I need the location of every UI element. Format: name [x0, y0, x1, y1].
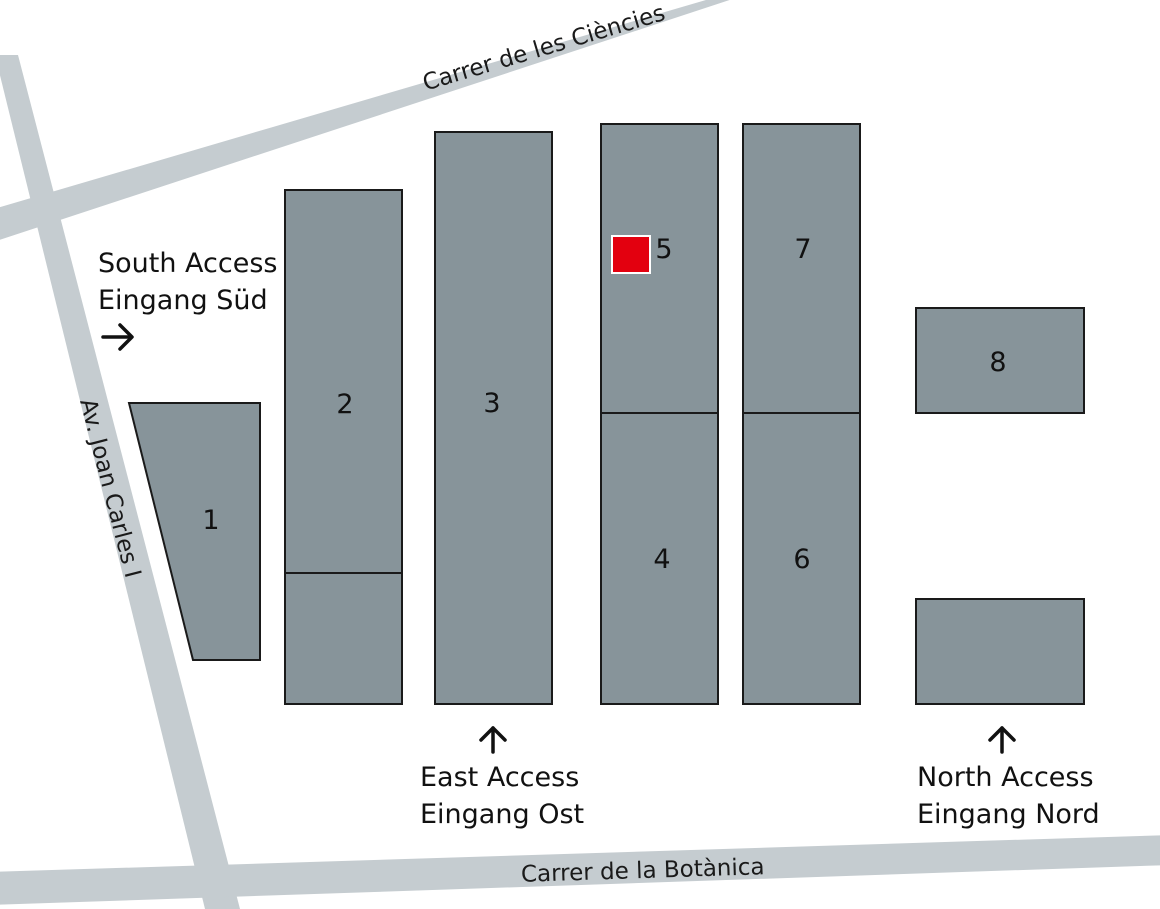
hall-6-label: 6 [793, 544, 810, 575]
street-label-north: Carrer de les Ciències [420, 0, 668, 96]
arrow-up-icon [988, 726, 1016, 754]
hall-7-label: 7 [794, 234, 811, 265]
hall-4-label: 4 [653, 544, 670, 575]
hall-8[interactable]: 8 [915, 307, 1085, 414]
location-marker [611, 235, 651, 274]
south-access-label-de: Eingang Süd [98, 285, 268, 316]
street-carrer-de-les-ciencies [0, 0, 730, 240]
north-access-label-de: Eingang Nord [917, 799, 1100, 830]
hall-3[interactable]: 3 [434, 131, 553, 705]
south-access-label: South Access [98, 248, 277, 279]
hall-6[interactable]: 6 [742, 412, 861, 705]
hall-2[interactable]: 2 [284, 189, 403, 705]
east-access-label: East Access [420, 762, 579, 793]
hall-1[interactable]: 1 [127, 402, 261, 661]
hall-7[interactable]: 7 [742, 123, 861, 414]
street-av-joan-carles [0, 55, 240, 909]
arrow-right-icon [101, 323, 134, 351]
hall-1-label: 1 [202, 505, 219, 536]
street-carrer-de-la-botanica [0, 835, 1160, 905]
hall-2-label: 2 [336, 389, 353, 420]
hall-4[interactable]: 4 [600, 412, 719, 705]
building-unlabeled [915, 598, 1085, 705]
arrow-up-icon [479, 726, 507, 754]
hall-5-label: 5 [655, 234, 672, 265]
east-access-label-de: Eingang Ost [420, 799, 584, 830]
hall-8-label: 8 [989, 347, 1006, 378]
north-access-label: North Access [917, 762, 1094, 793]
hall-3-label: 3 [483, 388, 500, 419]
